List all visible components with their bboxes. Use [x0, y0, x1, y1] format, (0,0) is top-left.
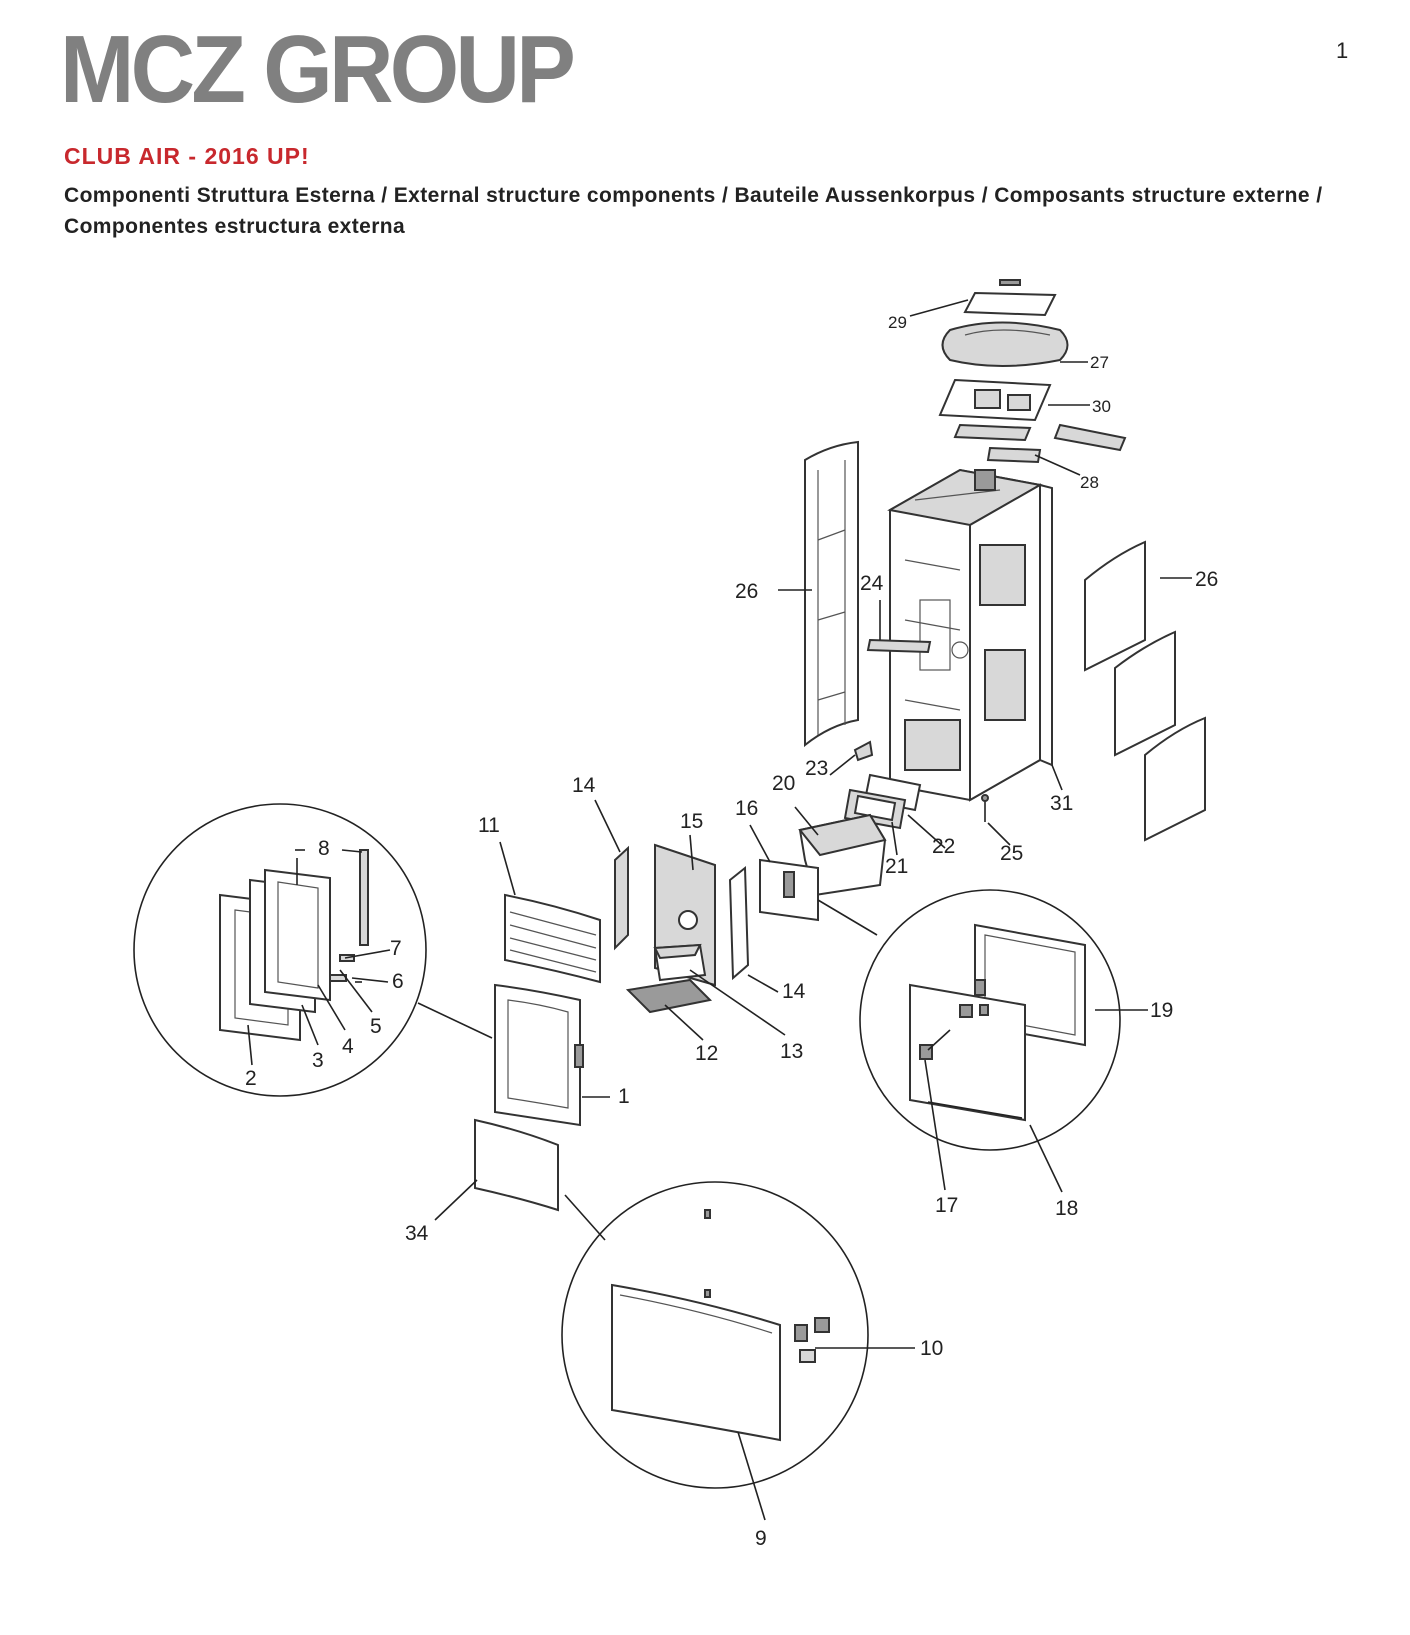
callout-11: 11 — [478, 814, 500, 837]
callout-4: 4 — [342, 1035, 354, 1058]
callout-22: 22 — [932, 835, 955, 858]
part-27-top-cover — [941, 321, 1069, 367]
door-detail-circle — [133, 803, 493, 1097]
hopper-lid-detail-circle — [817, 889, 1121, 1151]
part-1-door — [494, 983, 584, 1127]
callout-labels: 1 2 3 4 5 6 7 8 9 10 11 12 13 14 14 15 1… — [245, 313, 1218, 1550]
callout-16: 16 — [735, 797, 758, 820]
callout-26b: 26 — [1195, 568, 1218, 591]
callout-3: 3 — [312, 1049, 324, 1072]
callout-14a: 14 — [572, 774, 596, 797]
subtitle: Componenti Struttura Esterna / External … — [64, 184, 1323, 238]
callout-21: 21 — [885, 855, 908, 878]
part-26-right-panels — [1084, 540, 1206, 842]
part-23 — [853, 740, 874, 762]
callout-13: 13 — [780, 1040, 803, 1063]
part-11-grille — [504, 893, 601, 984]
callout-1: 1 — [618, 1085, 630, 1108]
stove-body — [887, 468, 1053, 802]
mcz-group-logo: MCZ GROUP — [60, 16, 576, 123]
part-14-strip-right — [728, 865, 750, 981]
callout-8: 8 — [318, 837, 330, 860]
callout-19: 19 — [1150, 999, 1173, 1022]
callout-6: 6 — [392, 970, 404, 993]
part-14-strip-left — [614, 845, 629, 951]
part-25-screw — [981, 794, 989, 822]
callout-9: 9 — [755, 1527, 767, 1550]
part-34-lower-panel — [474, 1118, 559, 1212]
callout-17: 17 — [935, 1194, 958, 1217]
page-number: 1 — [1336, 38, 1349, 63]
callout-30: 30 — [1092, 397, 1111, 416]
part-13-burn-pot — [653, 943, 707, 982]
callout-25: 25 — [1000, 842, 1023, 865]
callout-31: 31 — [1050, 792, 1073, 815]
callout-12: 12 — [695, 1042, 718, 1065]
lower-panel-detail-circle — [561, 1181, 869, 1489]
callout-15: 15 — [680, 810, 703, 833]
part-26-left-panel — [804, 440, 859, 748]
part-20-ash-pan — [798, 813, 887, 897]
callout-20: 20 — [772, 772, 795, 795]
model-title: CLUB AIR - 2016 UP! — [64, 143, 310, 169]
callout-34: 34 — [405, 1222, 429, 1245]
callout-24: 24 — [860, 572, 884, 595]
callout-23: 23 — [805, 757, 828, 780]
callout-14b: 14 — [782, 980, 806, 1003]
callout-28: 28 — [1080, 473, 1099, 492]
part-12-grate — [625, 978, 713, 1014]
callout-5: 5 — [370, 1015, 382, 1038]
callout-29: 29 — [888, 313, 907, 332]
callout-26a: 26 — [735, 580, 758, 603]
part-24 — [866, 638, 932, 654]
part-28-bracket — [986, 423, 1127, 464]
leader-lines — [247, 299, 1192, 1521]
part-29-lid — [963, 279, 1057, 317]
callout-7: 7 — [390, 937, 402, 960]
callout-10: 10 — [920, 1337, 943, 1360]
callout-2: 2 — [245, 1067, 257, 1090]
part-16 — [759, 858, 819, 922]
callout-18: 18 — [1055, 1197, 1078, 1220]
callout-27: 27 — [1090, 353, 1109, 372]
part-30-top-frame — [938, 378, 1052, 442]
